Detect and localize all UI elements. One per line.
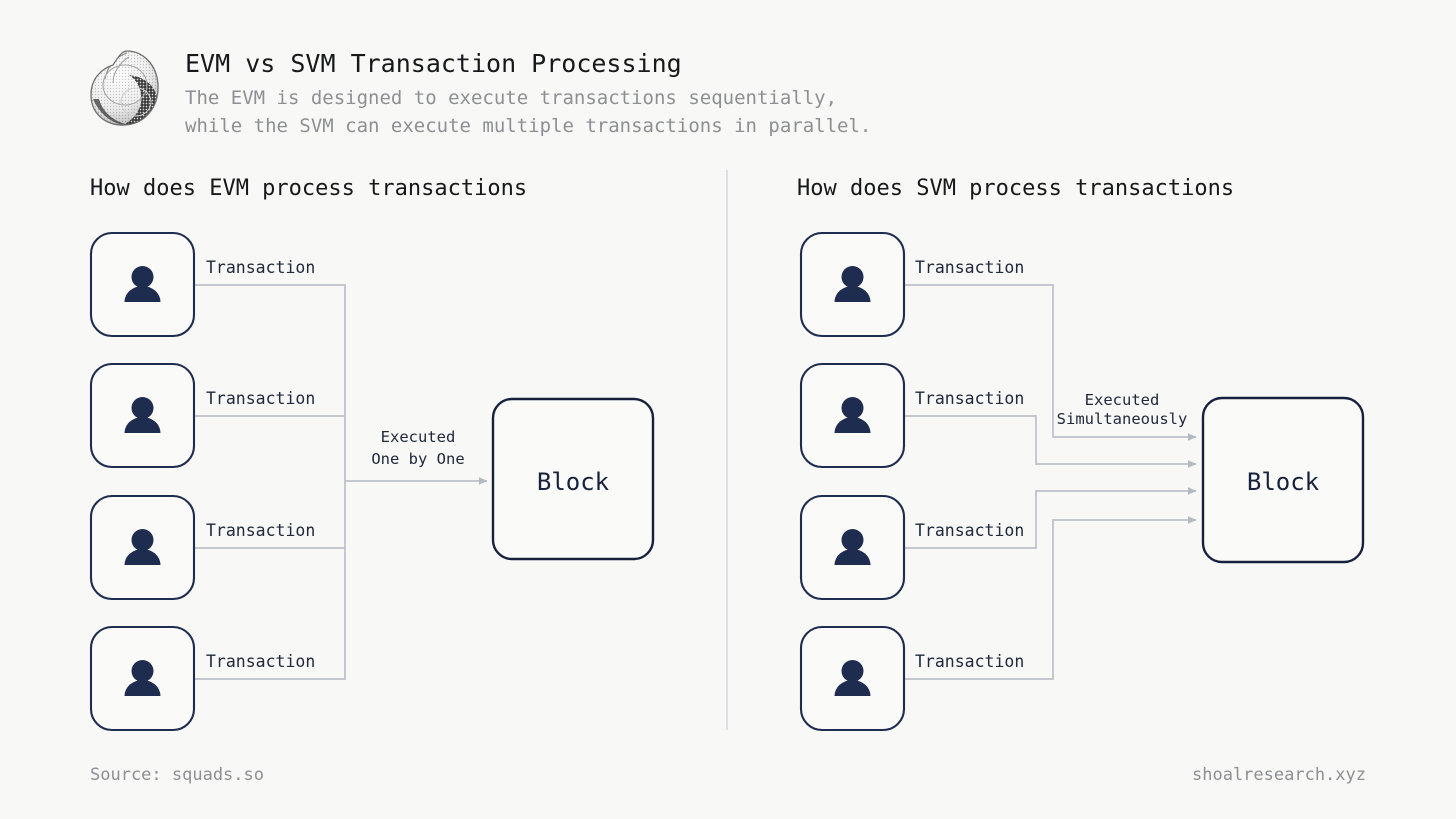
page-title: EVM vs SVM Transaction Processing (185, 49, 682, 78)
svm-edge-label-line1: Executed (1085, 391, 1160, 409)
evm-block-label: Block (537, 468, 610, 496)
evm-transaction-node[interactable] (89, 231, 196, 338)
person-icon (834, 660, 871, 696)
evm-transaction-node[interactable] (89, 362, 196, 469)
person-icon (124, 266, 161, 302)
person-icon (834, 266, 871, 302)
evm-transaction-label: Transaction (206, 258, 315, 277)
header-text: EVM vs SVM Transaction Processing The EV… (185, 45, 871, 140)
svm-transaction-label: Transaction (915, 652, 1024, 671)
page-subtitle-line2: while the SVM can execute multiple trans… (185, 115, 872, 137)
svm-wires (904, 284, 1197, 680)
svm-transaction-node[interactable] (799, 625, 906, 732)
page-subtitle-line1: The EVM is designed to execute transacti… (185, 87, 838, 109)
seashell-logo-icon (85, 45, 167, 131)
person-icon (124, 660, 161, 696)
person-icon (834, 529, 871, 565)
source-note: Source: squads.so (90, 765, 264, 785)
svm-transaction-label: Transaction (915, 521, 1024, 540)
evm-transaction-label: Transaction (206, 389, 315, 408)
evm-column-heading: How does EVM process transactions (90, 176, 528, 201)
svm-transaction-label: Transaction (915, 258, 1024, 277)
svm-edge-label-line2: Simultaneously (1057, 410, 1188, 428)
site-note: shoalresearch.xyz (1192, 765, 1366, 785)
evm-transaction-node[interactable] (89, 494, 196, 601)
person-icon (124, 397, 161, 433)
svm-transaction-label: Transaction (915, 389, 1024, 408)
evm-edge-label-line1: Executed (381, 428, 456, 446)
evm-transaction-node[interactable] (89, 625, 196, 732)
svm-transaction-node[interactable] (799, 231, 906, 338)
svm-block-label: Block (1247, 468, 1320, 496)
evm-wires (194, 284, 488, 680)
svm-block-node[interactable]: Block (1201, 396, 1365, 564)
evm-edge-label-line2: One by One (371, 450, 464, 468)
svm-transaction-node[interactable] (799, 494, 906, 601)
svm-column-heading: How does SVM process transactions (797, 176, 1235, 201)
person-icon (124, 529, 161, 565)
evm-transaction-label: Transaction (206, 652, 315, 671)
person-icon (834, 397, 871, 433)
evm-block-node[interactable]: Block (491, 397, 655, 561)
svm-transaction-node[interactable] (799, 362, 906, 469)
header: EVM vs SVM Transaction Processing The EV… (85, 45, 871, 140)
evm-transaction-label: Transaction (206, 521, 315, 540)
